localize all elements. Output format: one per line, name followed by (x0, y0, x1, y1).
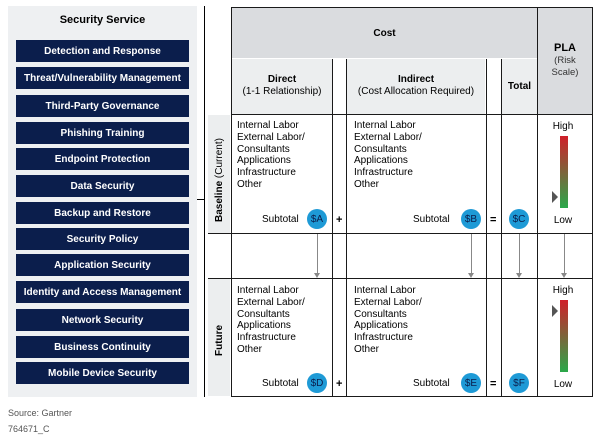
service-business-continuity: Business Continuity (16, 336, 189, 358)
baseline-gauge-low: Low (553, 215, 573, 226)
cost-header: Cost (232, 8, 537, 58)
cost-header-label: Cost (373, 28, 396, 39)
future-gauge-high: High (552, 285, 574, 296)
bracket-connector (197, 199, 205, 200)
grid-line (208, 278, 593, 279)
service-detection-response: Detection and Response (16, 40, 189, 62)
plus-operator: + (336, 378, 343, 390)
grid-line (231, 8, 232, 397)
source-note: Source: Gartner (8, 408, 73, 418)
pla-header-sub: (Risk Scale) (551, 55, 579, 78)
arrow-down-icon (468, 234, 474, 278)
baseline-gauge-high: High (552, 121, 574, 132)
indirect-header-sub: (Cost Allocation Required) (357, 86, 475, 97)
pla-header-label: PLA (554, 42, 576, 54)
baseline-row-header (208, 115, 230, 233)
grid-line (501, 59, 502, 397)
direct-header-title: Direct (267, 74, 297, 85)
grid-line (537, 8, 538, 397)
service-network-security: Network Security (16, 309, 189, 331)
equals-operator: = (490, 214, 497, 226)
service-phishing-training: Phishing Training (16, 122, 189, 144)
service-mobile-device: Mobile Device Security (16, 362, 189, 384)
service-third-party-governance: Third-Party Governance (16, 95, 189, 117)
future-gauge-low: Low (553, 379, 573, 390)
grid-line (332, 59, 333, 397)
service-threat-vulnerability: Threat/Vulnerability Management (16, 67, 189, 89)
service-data-security: Data Security (16, 175, 189, 197)
future-risk-gauge (560, 300, 568, 372)
pla-header: PLA (Risk Scale) (538, 8, 592, 114)
baseline-row-label: Baseline (Current) (214, 138, 225, 222)
indirect-header: Indirect (Cost Allocation Required) (347, 59, 485, 114)
total-header-label: Total (507, 81, 532, 92)
baseline-risk-gauge (560, 136, 568, 208)
service-application-security: Application Security (16, 254, 189, 276)
direct-header: Direct (1-1 Relationship) (232, 59, 332, 114)
arrow-down-icon (516, 234, 522, 278)
arrow-down-icon (314, 234, 320, 278)
future-indirect-subtotal-label: Subtotal (413, 378, 450, 389)
indirect-header-title: Indirect (397, 74, 435, 85)
grid-line (486, 59, 487, 397)
future-row-header (208, 279, 230, 396)
grid-line (231, 7, 593, 8)
security-service-panel: Security Service Detection and Response … (8, 6, 197, 397)
badge-d: $D (307, 373, 327, 393)
baseline-direct-subtotal-label: Subtotal (262, 214, 299, 225)
service-security-policy: Security Policy (16, 228, 189, 250)
badge-f: $F (509, 373, 529, 393)
grid-line (231, 396, 593, 397)
baseline-indirect-subtotal-label: Subtotal (413, 214, 450, 225)
grid-line (208, 233, 593, 234)
grid-line (592, 8, 593, 397)
baseline-risk-marker-icon (552, 191, 558, 204)
service-endpoint-protection: Endpoint Protection (16, 148, 189, 170)
badge-b: $B (461, 209, 481, 229)
badge-e: $E (461, 373, 481, 393)
future-risk-marker-icon (552, 304, 558, 317)
badge-c: $C (509, 209, 529, 229)
badge-a: $A (307, 209, 327, 229)
service-backup-restore: Backup and Restore (16, 202, 189, 224)
grid-line (346, 59, 347, 397)
equals-operator: = (490, 378, 497, 390)
future-row-label: Future (214, 324, 225, 356)
bracket-line (204, 6, 205, 397)
document-id: 764671_C (8, 424, 50, 434)
service-identity-access: Identity and Access Management (16, 281, 189, 303)
grid-line (231, 114, 593, 115)
security-service-title: Security Service (59, 14, 146, 26)
plus-operator: + (336, 214, 343, 226)
future-direct-subtotal-label: Subtotal (262, 378, 299, 389)
direct-header-sub: (1-1 Relationship) (242, 86, 322, 97)
arrow-down-icon (561, 234, 567, 278)
total-header: Total (502, 59, 537, 114)
